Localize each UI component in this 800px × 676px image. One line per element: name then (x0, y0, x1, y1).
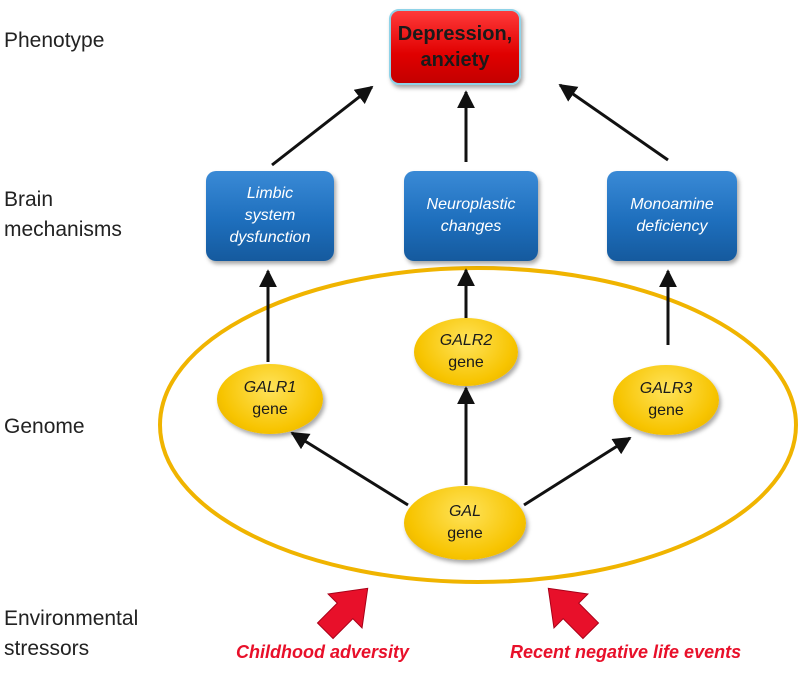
recent-stressor-arrow (547, 587, 600, 640)
arrow-gal-to-galr1 (290, 431, 409, 507)
arrow-limbic-to-phenotype (271, 85, 374, 167)
arrow-monoamine-to-phenotype (558, 83, 669, 162)
galr2-gene-name: GALR2 (439, 332, 493, 349)
gal-gene-suffix: gene (447, 525, 483, 542)
environmental-stressors-label: Environmental stressors (4, 607, 139, 660)
neuroplastic-changes-box: Neuroplastic changes (404, 171, 538, 261)
limbic-dysfunction-text: Limbic system dysfunction (229, 185, 311, 246)
genome-ellipse (158, 266, 798, 584)
genome-label: Genome (4, 415, 85, 438)
monoamine-deficiency-box: Monoamine deficiency (607, 171, 737, 261)
galr3-gene: GALR3 gene (613, 365, 719, 435)
neuroplastic-changes-text: Neuroplastic changes (426, 196, 516, 235)
arrow-gal-to-galr3 (523, 436, 632, 507)
limbic-dysfunction-box: Limbic system dysfunction (206, 171, 334, 261)
galr1-gene-suffix: gene (252, 401, 288, 418)
gal-gene-name: GAL (448, 503, 481, 520)
galr2-gene-suffix: gene (448, 354, 484, 371)
monoamine-deficiency-text: Monoamine deficiency (630, 196, 714, 235)
recent-negative-life-events-label: Recent negative life events (510, 642, 742, 662)
phenotype-box: Depression, anxiety (389, 9, 521, 85)
galr1-gene: GALR1 gene (217, 364, 323, 434)
galr2-gene: GALR2 gene (414, 318, 518, 386)
phenotype-label: Phenotype (4, 29, 105, 52)
gal-gene: GAL gene (404, 486, 526, 560)
galr1-gene-name: GALR1 (243, 379, 297, 396)
galr3-gene-name: GALR3 (639, 380, 693, 397)
childhood-stressor-arrow (316, 587, 369, 640)
phenotype-text: Depression, anxiety (397, 23, 513, 71)
brain-mechanisms-label: Brain mechanisms (4, 188, 122, 241)
childhood-adversity-label: Childhood adversity (236, 642, 410, 662)
galr3-gene-suffix: gene (648, 402, 684, 419)
